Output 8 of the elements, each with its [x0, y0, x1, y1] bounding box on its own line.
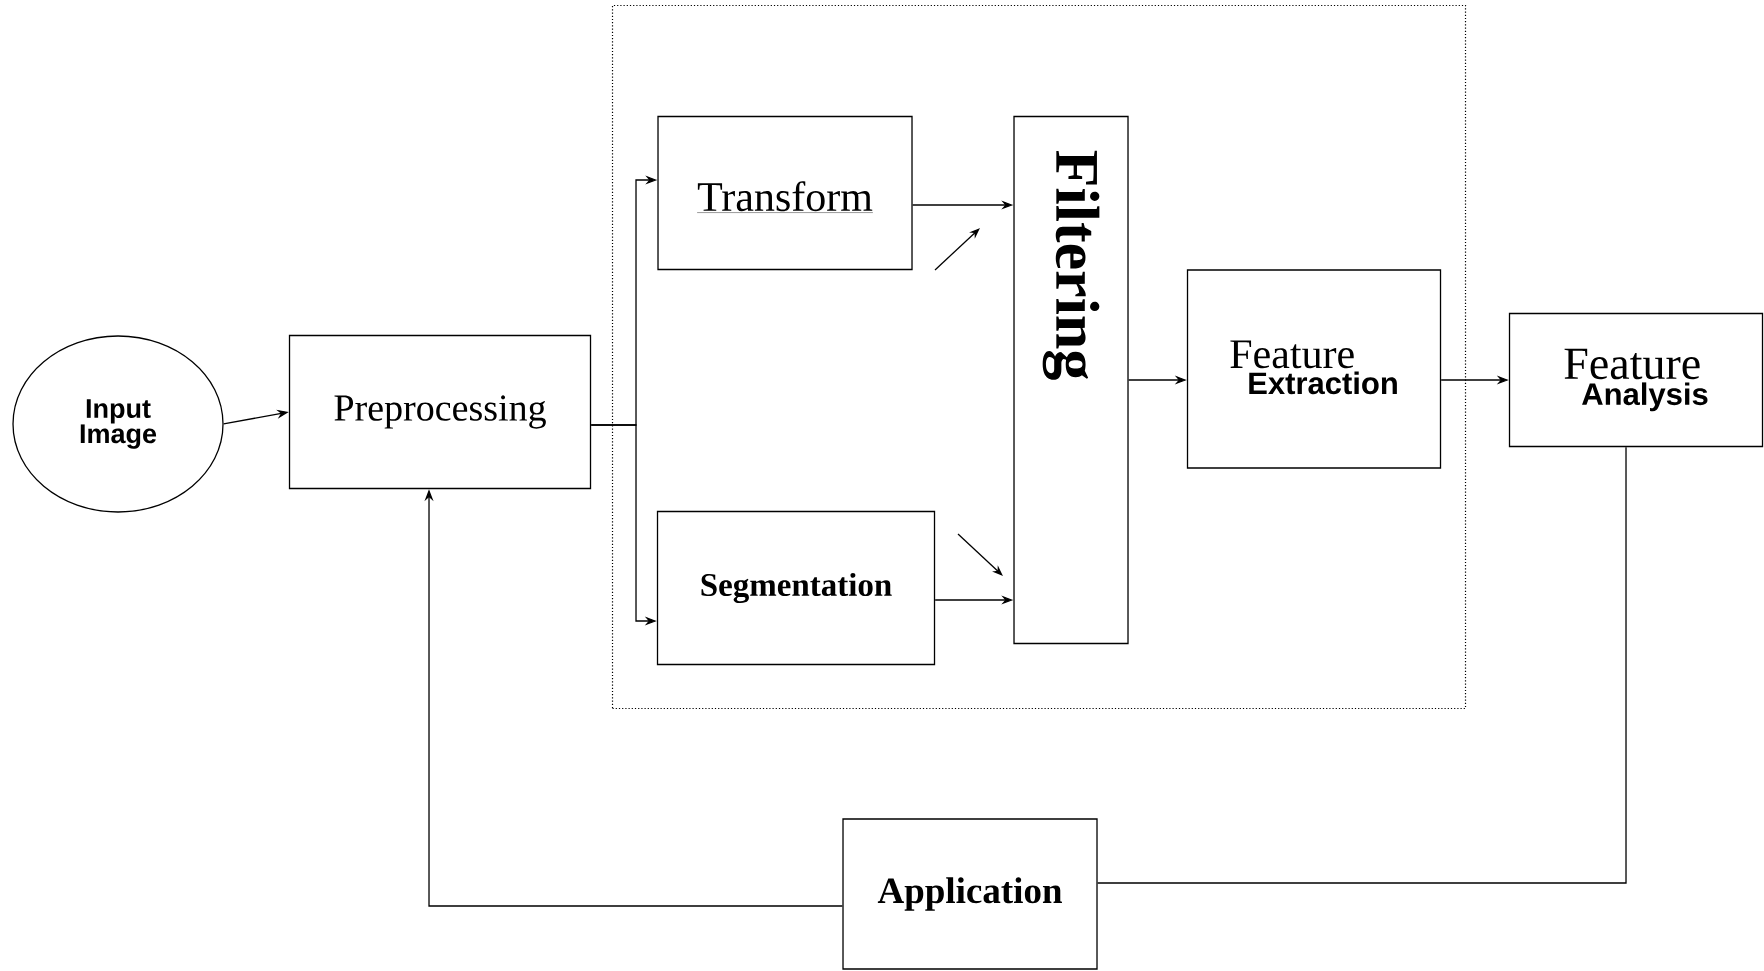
process-box: Feature Extraction	[1186, 269, 1442, 469]
process-box: Transform	[657, 115, 913, 271]
process-box: Segmentation	[656, 510, 936, 666]
process-box: Filtering	[1013, 115, 1129, 645]
process-box: Application	[842, 818, 1098, 970]
process-box: Preprocessing	[288, 334, 592, 490]
dotted-group-frame	[611, 4, 1467, 710]
process-box: Feature Analysis	[1508, 312, 1764, 448]
